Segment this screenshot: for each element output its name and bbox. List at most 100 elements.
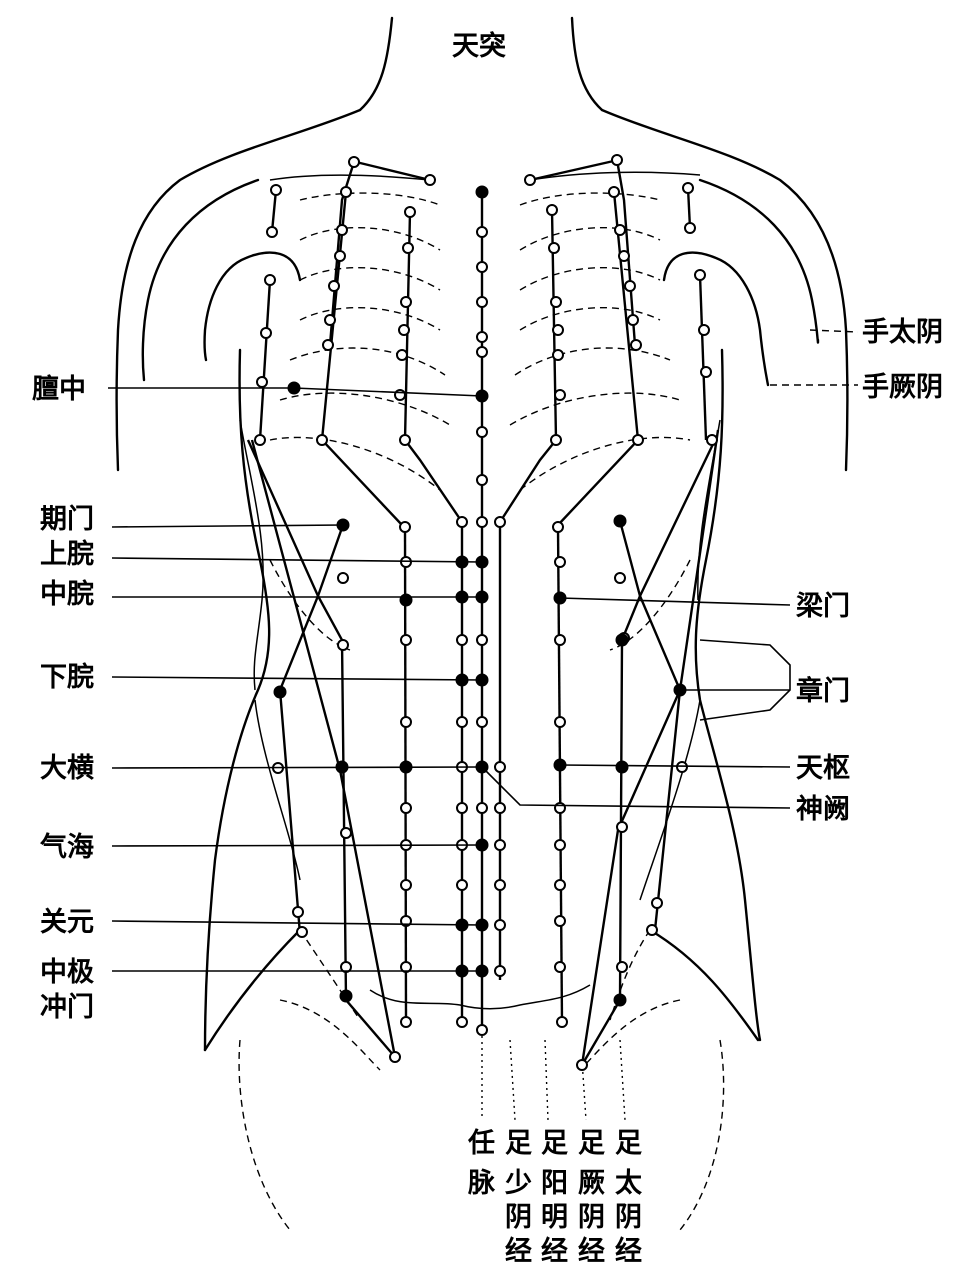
svg-text:少: 少	[505, 1168, 532, 1199]
acupoint-open	[296, 926, 308, 938]
acupoint-open	[324, 314, 336, 326]
svg-text:经: 经	[541, 1235, 568, 1267]
label-shenque: 神阙	[796, 794, 850, 825]
acupoint-open	[706, 434, 718, 446]
label-qimen: 期门	[40, 504, 94, 535]
acupoint-filled	[613, 993, 627, 1007]
acupoint-open	[548, 242, 560, 254]
acupoint-open	[322, 339, 334, 351]
acupoint-open	[682, 182, 694, 194]
acupoint-open	[398, 324, 410, 336]
acupoint-open	[476, 516, 488, 528]
label-chongmen: 冲门	[40, 992, 94, 1023]
acupoint-filled	[613, 514, 627, 528]
column-dotted-guides	[481, 1030, 626, 1121]
acupoint-open	[402, 242, 414, 254]
acupoint-open	[476, 331, 488, 343]
acupoint-open	[684, 222, 696, 234]
acupoint-open	[554, 802, 566, 814]
acupoint-open	[476, 261, 488, 273]
acupoint-open	[337, 572, 349, 584]
acupoint-open	[340, 186, 352, 198]
acupoint-open	[616, 821, 628, 833]
acupoint-filled	[339, 989, 353, 1003]
acupoint-open	[292, 906, 304, 918]
column-renmai: 任 脉	[467, 1128, 496, 1199]
acupoint-open	[476, 426, 488, 438]
label-zhongji: 中极	[40, 957, 94, 988]
acupoint-open	[494, 802, 506, 814]
acupoint-open	[494, 965, 506, 977]
acupoint-open	[254, 434, 266, 446]
acupoint-filled	[615, 633, 629, 647]
acupoint-open	[456, 516, 468, 528]
acupoint-open	[552, 349, 564, 361]
acupoint-open	[396, 349, 408, 361]
acupoint-open	[651, 897, 663, 909]
acupoint-open	[400, 961, 412, 973]
acupoint-open	[676, 761, 688, 773]
acupoint-open	[456, 634, 468, 646]
acupoint-open	[337, 639, 349, 651]
acupoint-open	[456, 879, 468, 891]
acupoint-open	[554, 961, 566, 973]
acupoint-open	[552, 324, 564, 336]
acupoint-open	[611, 154, 623, 166]
acupoint-open	[336, 224, 348, 236]
label-qihai: 气海	[39, 832, 94, 863]
acupoint-open	[616, 961, 628, 973]
acupoint-open	[554, 389, 566, 401]
svg-text:厥: 厥	[578, 1168, 605, 1199]
label-xiawan: 下脘	[40, 662, 94, 693]
acupoint-open	[546, 204, 558, 216]
acupoint-open	[334, 250, 346, 262]
column-zu-jueyin: 足 厥 阴 经	[578, 1128, 605, 1267]
acupoint-open	[328, 280, 340, 292]
acupoint-open	[476, 474, 488, 486]
acupoint-open	[404, 206, 416, 218]
svg-text:经: 经	[578, 1235, 605, 1267]
svg-text:阴: 阴	[505, 1202, 532, 1233]
acupoint-open	[494, 839, 506, 851]
acupoint-open	[456, 802, 468, 814]
label-leader-lines	[108, 329, 859, 972]
label-guanyuan: 关元	[40, 907, 94, 938]
acupoint-open	[618, 250, 630, 262]
svg-text:阴: 阴	[578, 1202, 605, 1233]
acupoint-open	[608, 186, 620, 198]
label-shou-jueyin: 手厥阴	[862, 372, 943, 403]
acupoint-open	[554, 839, 566, 851]
acupoint-open	[476, 802, 488, 814]
acupoint-open	[614, 224, 626, 236]
bottom-meridian-labels: 任 脉 足 少 阴 经 足 阳 明 经 足 厥 阴 经 足 太 阴 经	[467, 1128, 643, 1267]
acupoint-open	[394, 389, 406, 401]
acupoint-open	[456, 1016, 468, 1028]
acupoint-open	[552, 521, 564, 533]
acupoint-open	[698, 324, 710, 336]
acupoint-open	[399, 434, 411, 446]
acupoint-open	[476, 634, 488, 646]
acupoint-open	[554, 915, 566, 927]
column-zu-yangming: 足 阳 明 经	[541, 1128, 568, 1267]
acupoint-open	[550, 434, 562, 446]
acupoint-open	[494, 879, 506, 891]
acupoint-open	[256, 376, 268, 388]
acupoint-open	[400, 634, 412, 646]
acupoint-open	[400, 879, 412, 891]
acupoint-open	[400, 296, 412, 308]
acupoint-open	[630, 339, 642, 351]
acupoint-open	[646, 924, 658, 936]
acupoint-filled	[475, 185, 489, 199]
label-zhangmen: 章门	[796, 675, 850, 707]
acupoint-open	[476, 716, 488, 728]
acupoint-open	[627, 314, 639, 326]
column-zu-shaoyin: 足 少 阴 经	[505, 1128, 532, 1267]
label-zhongwan: 中脘	[40, 579, 94, 610]
acupoint-open	[456, 716, 468, 728]
acupoint-open	[260, 327, 272, 339]
acupoint-open	[550, 296, 562, 308]
acupoint-open	[264, 274, 276, 286]
svg-text:阳: 阳	[541, 1168, 568, 1199]
acupoint-open	[554, 556, 566, 568]
label-daheng: 大横	[40, 753, 94, 784]
